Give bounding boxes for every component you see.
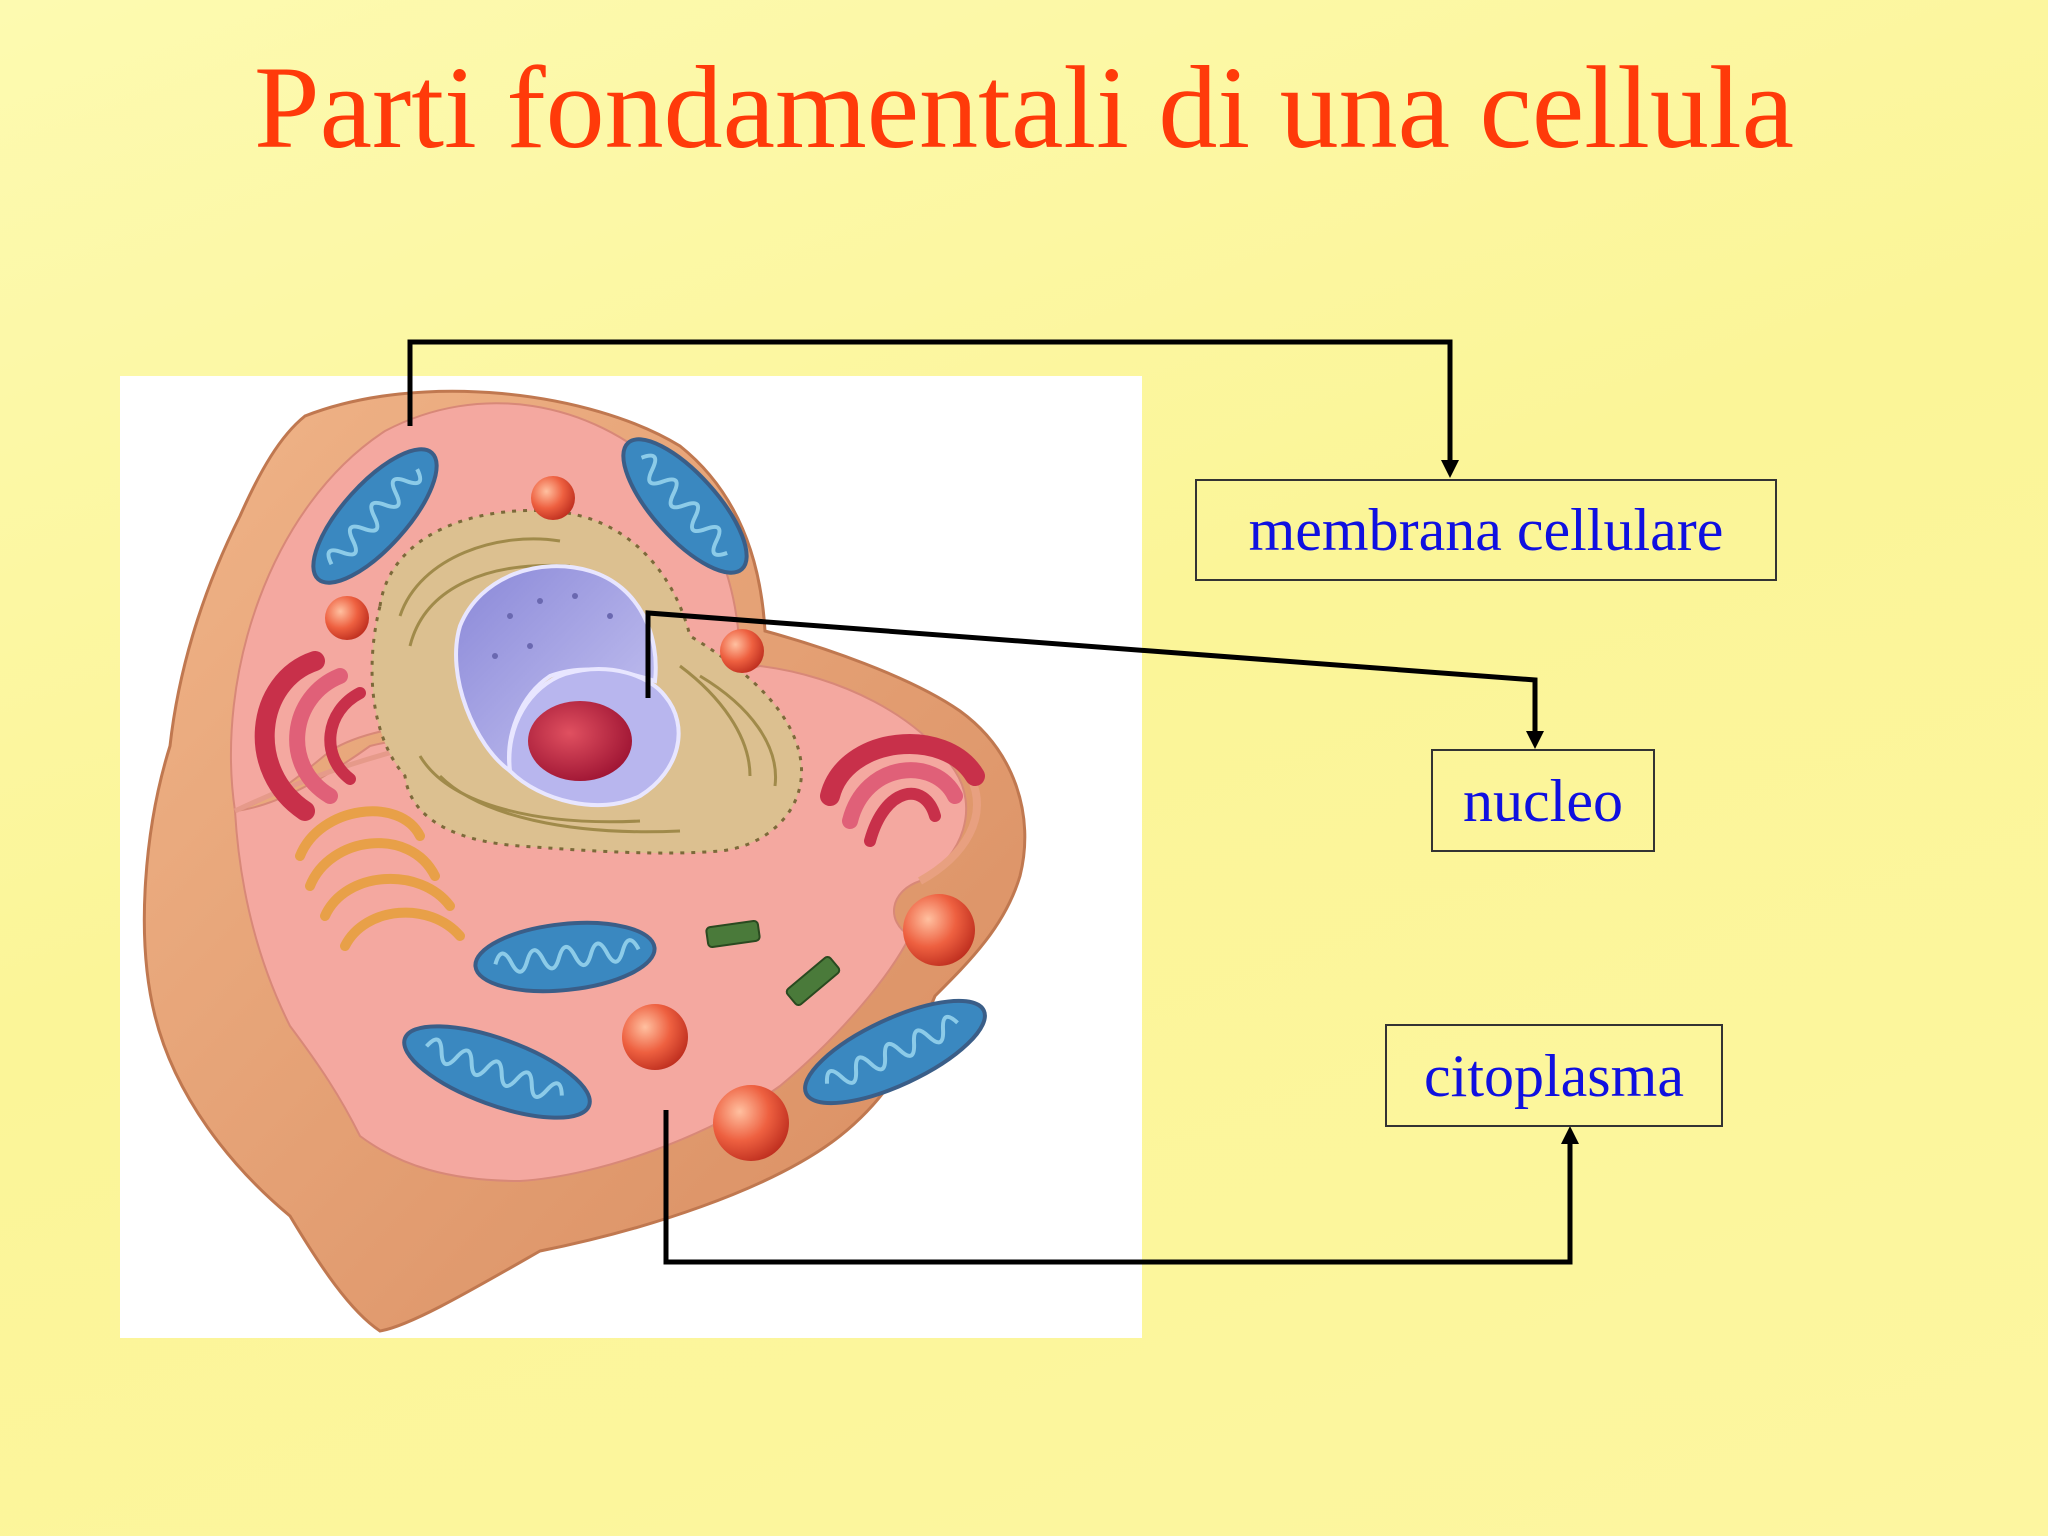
golgi-apparatus <box>254 651 985 847</box>
centrioles <box>705 919 841 1007</box>
label-nucleo-text: nucleo <box>1463 767 1623 834</box>
label-nucleo: nucleo <box>1431 749 1655 852</box>
arrowhead-citoplasma <box>1561 1126 1579 1144</box>
mitochondria <box>311 437 987 1120</box>
cell-illustration-panel <box>120 376 1142 1338</box>
cell-notch <box>918 774 981 885</box>
label-citoplasma: citoplasma <box>1385 1024 1723 1127</box>
arrowhead-membrana <box>1441 460 1459 478</box>
golgi-apparatus-orange <box>295 806 465 951</box>
nucleolus <box>528 701 632 781</box>
arrowhead-nucleo <box>1526 731 1544 749</box>
label-citoplasma-text: citoplasma <box>1424 1042 1684 1109</box>
animal-cell-illustration <box>142 389 1027 1333</box>
label-membrana-cellulare: membrana cellulare <box>1195 479 1777 581</box>
slide-title: Parti fondamentali di una cellula <box>253 42 1795 173</box>
label-membrana-text: membrana cellulare <box>1248 497 1724 563</box>
